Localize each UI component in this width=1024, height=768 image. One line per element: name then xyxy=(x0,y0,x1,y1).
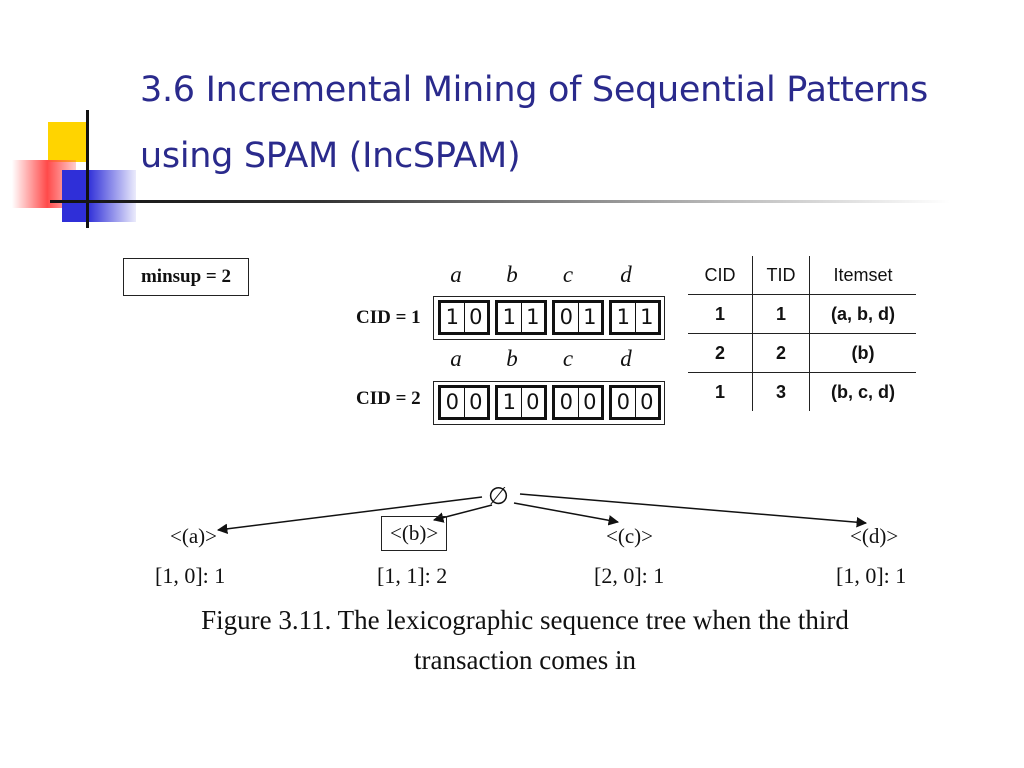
table-cell: (a, b, d) xyxy=(831,303,895,324)
transaction-table: CID TID Itemset 1 1 (a, b, d) 2 2 (b) 1 … xyxy=(688,256,916,411)
minsup-label: minsup = 2 xyxy=(140,266,232,287)
bitmap-column-d: d xyxy=(620,346,632,371)
bitmap-row-label-cid-1: CID = 1 xyxy=(356,307,421,328)
table-cell: 2 xyxy=(688,333,753,373)
figure-caption: Figure 3.11. The lexicographic sequence … xyxy=(130,600,920,680)
bitmap-group-b: 1 0 xyxy=(495,385,547,420)
bitmap-bit: 0 xyxy=(463,388,488,417)
table-cell: 1 xyxy=(688,372,753,411)
decorative-yellow-square xyxy=(48,122,88,162)
table-row: 1 1 (a, b, d) xyxy=(688,294,916,334)
tree-node-c: <(c)> xyxy=(606,524,653,548)
bitmap-row-label-cid-2: CID = 2 xyxy=(356,388,421,409)
table-cell: 2 xyxy=(752,333,810,373)
tree-node-a-support: [1, 0]: 1 xyxy=(155,563,226,588)
bitmap-group-d: 1 1 xyxy=(609,300,661,335)
bitmap-group-d: 0 0 xyxy=(609,385,661,420)
tree-node-d-support: [1, 0]: 1 xyxy=(836,563,907,588)
bitmap-bit: 1 xyxy=(616,305,630,329)
bitmap-bit: 0 xyxy=(520,388,545,417)
tree-node-b: <(b)> xyxy=(381,516,448,551)
tree-edge-d xyxy=(519,493,868,528)
decorative-blue-square xyxy=(62,170,136,222)
bitmap-column-a: a xyxy=(450,262,462,287)
minsup-box: minsup = 2 xyxy=(123,258,249,296)
table-row: 2 2 (b) xyxy=(688,333,916,373)
bitmap-column-b: b xyxy=(506,346,518,371)
tree-node-d: <(d)> xyxy=(850,524,899,548)
bitmap-group-c: 0 0 xyxy=(552,385,604,420)
bitmap-group-c: 0 1 xyxy=(552,300,604,335)
bitmap-bit: 1 xyxy=(520,303,545,332)
slide-title-line-1: 3.6 Incremental Mining of Sequential Pat… xyxy=(140,70,928,110)
bitmap-column-c: c xyxy=(562,262,574,287)
bitmap-bit: 1 xyxy=(577,303,602,332)
bitmap-column-a: a xyxy=(450,346,462,371)
bitmap-row-cid-1: 1 0 1 1 0 1 1 1 xyxy=(433,296,665,340)
title-underline xyxy=(50,200,950,203)
table-row: 1 3 (b, c, d) xyxy=(688,372,916,411)
tree-edge-c xyxy=(513,502,620,526)
bitmap-column-b: b xyxy=(506,262,518,287)
bitmap-bit: 1 xyxy=(634,303,659,332)
table-cell: 1 xyxy=(752,294,810,334)
bitmap-row-cid-2: 0 0 1 0 0 0 0 0 xyxy=(433,381,665,425)
bitmap-bit: 0 xyxy=(616,390,630,414)
table-header-itemset: Itemset xyxy=(809,256,916,295)
bitmap-group-a: 1 0 xyxy=(438,300,490,335)
bitmap-bit: 0 xyxy=(634,388,659,417)
bitmap-bit: 0 xyxy=(445,390,459,414)
bitmap-bit: 1 xyxy=(445,305,459,329)
table-header-row: CID TID Itemset xyxy=(688,256,916,295)
table-cell: 1 xyxy=(688,294,753,334)
decorative-vertical-line xyxy=(86,110,89,228)
tree-node-c-support: [2, 0]: 1 xyxy=(594,563,665,588)
table-cell: (b, c, d) xyxy=(809,372,916,411)
bitmap-group-b: 1 1 xyxy=(495,300,547,335)
table-cell: (b) xyxy=(809,333,916,373)
bitmap-bit: 0 xyxy=(577,388,602,417)
table-cell: 3 xyxy=(752,372,810,411)
bitmap-bit: 0 xyxy=(559,305,573,329)
table-header-tid: TID xyxy=(752,256,810,295)
figure-caption-line-1: Figure 3.11. The lexicographic sequence … xyxy=(201,605,849,635)
figure-caption-line-2: transaction comes in xyxy=(414,645,636,675)
slide-title-line-2: using SPAM (IncSPAM) xyxy=(140,136,521,176)
bitmap-bit: 0 xyxy=(463,303,488,332)
bitmap-column-d: d xyxy=(620,262,632,287)
bitmap-bit: 1 xyxy=(502,390,516,414)
bitmap-column-c: c xyxy=(562,346,574,371)
bitmap-bit: 1 xyxy=(502,305,516,329)
bitmap-group-a: 0 0 xyxy=(438,385,490,420)
table-header-cid: CID xyxy=(688,256,753,295)
bitmap-bit: 0 xyxy=(559,390,573,414)
tree-node-b-support: [1, 1]: 2 xyxy=(377,563,448,588)
tree-node-a: <(a)> xyxy=(170,524,217,548)
tree-root-empty-set: ∅ xyxy=(488,484,509,510)
